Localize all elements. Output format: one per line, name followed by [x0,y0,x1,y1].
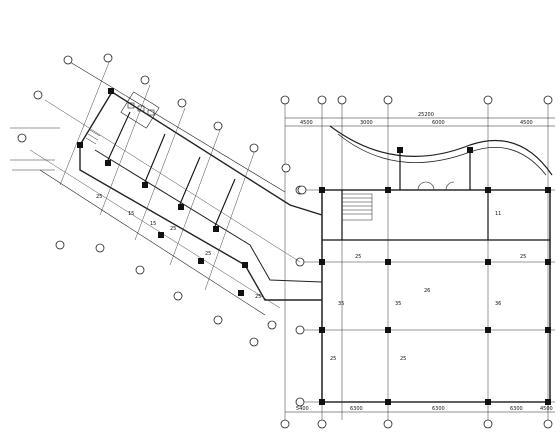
dim-label-bottom-c: 6300 [432,406,445,412]
interior-walls [322,150,550,241]
stair [341,193,373,221]
angled-grid-lines [29,59,301,309]
angled-dim-upper [69,61,286,193]
room-tag: 36 [495,301,501,307]
room-tag: 25 [355,254,361,260]
room-tag: 35 [395,301,401,307]
room-tag: 26 [424,288,430,294]
dim-label-right-a: 4500 [520,120,533,126]
columns-angled [77,88,248,296]
room-tag: 25 [400,356,406,362]
corridor-wall [94,149,323,283]
right-wing [280,95,555,429]
room-tag: 11 [495,211,501,217]
axis-bubbles-angled [17,53,307,347]
dim-label-bottom-a: 5400 [296,406,309,412]
axis-bubbles-left-right-wing [295,185,305,407]
room-tag: 35 [338,301,344,307]
toilet-block [120,91,160,129]
dim-label-bottom-b: 6300 [350,406,363,412]
canopy-curve-outer [329,125,553,176]
room-tag: 25 [520,254,526,260]
room-tag: 25 [330,356,336,362]
room-tags: 11 25 25 35 35 26 25 25 36 25 25 15 25 2… [96,194,526,362]
angled-dim-lower [39,169,266,316]
leader-lines [10,127,60,171]
room-tag: 25 [205,251,211,257]
canopy-curve-inner [337,133,547,176]
small-stair [85,129,101,145]
columns-right [319,147,551,405]
angled-wing [10,53,323,347]
dim-label-bottom-d: 6300 [510,406,523,412]
room-tag: 25 [170,226,176,232]
grid-lines-horizontal [300,189,555,403]
room-tag: 25 [96,194,102,200]
dimension-labels: 25200 4500 3000 6000 4500 5400 6300 6300… [296,112,553,412]
angled-partitions [107,111,236,227]
angled-wall-upper [79,91,323,216]
dim-label-top-c: 6000 [432,120,445,126]
axis-bubbles-bottom [280,419,553,429]
building-outline [321,189,551,403]
room-tag: 25 [255,294,261,300]
dim-label-top-b: 3000 [360,120,373,126]
room-tag: 15 [150,221,156,227]
entrance-doors [417,181,455,191]
dim-label-top-a: 4500 [300,120,313,126]
dim-label-bottom-e: 4500 [540,406,553,412]
room-tag: 15 [128,211,134,217]
axis-bubbles-top [280,95,553,105]
dim-label-top-total: 25200 [418,112,434,118]
